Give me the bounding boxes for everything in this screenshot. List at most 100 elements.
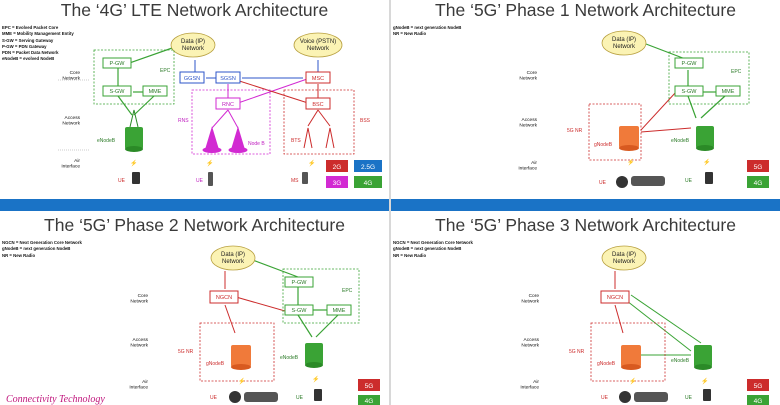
ue-car-icon [616, 176, 665, 188]
5g-nr-boundary [590, 322, 666, 382]
radio-signal-icon: ⚡ [312, 375, 319, 383]
ue-label: UE [601, 395, 609, 401]
svg-text:2G: 2G [333, 164, 342, 171]
svg-text:4G: 4G [365, 398, 374, 405]
panel-5g-phase-2: The ‘5G’ Phase 2 Network Architecture NG… [0, 215, 389, 405]
voice-network-cloud: Voice (PSTN)Network [293, 32, 343, 58]
ue-label: UE [685, 178, 693, 184]
gnodeb-tower [619, 126, 639, 151]
svg-text:NGCN: NGCN [607, 295, 623, 301]
slide-footer-bar [0, 199, 389, 211]
pgw-node: P-GW [102, 57, 132, 69]
svg-text:3G: 3G [333, 180, 342, 187]
legend-line: NR = New Radio [393, 31, 427, 37]
data-network-cloud: Data (IP)Network [601, 245, 647, 271]
svg-text:GGSN: GGSN [184, 76, 200, 82]
data-network-cloud: Data (IP)Network [210, 245, 256, 271]
badge-5g: 5G [747, 379, 769, 391]
panel-5g-phase-3: The ‘5G’ Phase 3 Network Architecture NG… [391, 215, 780, 405]
badge-3g: 3G [326, 176, 348, 188]
ue-label: UE [196, 178, 204, 184]
legend: EPC = Evolved Packet Core MME = Mobility… [2, 25, 74, 63]
mme-node: MME [142, 85, 168, 97]
5g-nr-boundary [588, 103, 642, 161]
enodeb-tower [696, 126, 714, 151]
epc-label: EPC [342, 288, 353, 294]
cloud-label: Data (IP)Network [181, 39, 205, 52]
pgw-node: P-GW [284, 276, 314, 288]
panel-5g-phase-1: The ‘5G’ Phase 1 Network Architecture gN… [391, 0, 780, 215]
epc-boundary [93, 49, 175, 105]
svg-text:S-GW: S-GW [682, 89, 698, 95]
ngcn-node: NGCN [600, 290, 630, 304]
ue-phone-icon [132, 172, 140, 184]
svg-text:5G: 5G [754, 164, 763, 171]
svg-text:P-GW: P-GW [110, 61, 126, 67]
ggsn-node: GGSN [179, 71, 205, 84]
cloud-label: Data (IP)Network [221, 252, 245, 265]
node-b-tower [202, 126, 248, 153]
mme-node: MME [715, 85, 741, 97]
enodeb-label: eNodeB [280, 355, 299, 361]
5g-nr-label: 5G NR [569, 349, 585, 355]
rns-label: RNS [178, 118, 189, 124]
data-network-cloud: Data (IP)Network [601, 30, 647, 56]
legend-line: NGCN = Next Generation Core Network [393, 240, 473, 245]
enodeb-tower [305, 343, 323, 368]
gnodeb-label: gNodeB [206, 361, 225, 367]
enodeb-label: eNodeB [671, 358, 690, 364]
ue-car-icon [229, 391, 278, 403]
legend-line: S-GW = Serving Gateway [2, 37, 54, 43]
ue-phone-icon [208, 172, 213, 186]
bts-tower [303, 127, 335, 149]
svg-text:MME: MME [149, 89, 162, 95]
corner-watermark: Connectivity Technology [6, 394, 105, 405]
svg-text:MME: MME [333, 308, 346, 314]
panel-title: The ‘4G’ LTE Network Architecture [60, 0, 329, 20]
badge-5g: 5G [358, 379, 380, 391]
ue-phone-icon [703, 389, 711, 401]
ue-label: UE [118, 178, 126, 184]
sgw-node: S-GW [284, 304, 314, 316]
legend-line: PDN = Packet Data Network [2, 50, 59, 56]
badge-2-5g: 2.5G [354, 160, 382, 172]
legend-line: eNodeB = evolved NodeB [2, 56, 55, 62]
legend-line: NR = New Radio [2, 252, 36, 258]
legend: NGCN = Next Generation Core Network gNod… [2, 240, 82, 259]
svg-text:5G: 5G [365, 383, 374, 390]
cloud-label: Voice (PSTN)Network [300, 39, 336, 52]
legend-line: P-GW = PDN Gateway [2, 43, 47, 49]
badge-4g: 4G [354, 176, 382, 188]
5g-nr-boundary [199, 322, 275, 382]
ue-label: UE [599, 180, 607, 186]
svg-text:MSC: MSC [312, 76, 324, 82]
ue-label: UE [296, 395, 304, 401]
enodeb-label: eNodeB [671, 138, 690, 144]
svg-text:P-GW: P-GW [292, 280, 308, 286]
legend-line: gNodeB = next generation NodeB [393, 246, 462, 252]
svg-text:4G: 4G [754, 398, 763, 405]
svg-text:4G: 4G [754, 180, 763, 187]
svg-text:P-GW: P-GW [682, 61, 698, 67]
bts-label: BTS [291, 138, 301, 144]
svg-text:RNC: RNC [222, 102, 234, 108]
cloud-label: Data (IP)Network [612, 252, 636, 265]
epc-label: EPC [731, 69, 742, 75]
network-diagram: Data (IP)Network NGCN EPC P-GW S-GW MME … [129, 245, 380, 405]
enodeb-tower [694, 345, 712, 370]
sgw-node: S-GW [102, 85, 132, 97]
radio-signal-icon: ⚡ [703, 158, 710, 166]
legend: gNodeB = next generation NodeB NR = New … [393, 25, 461, 38]
legend-line: EPC = Evolved Packet Core [2, 25, 59, 30]
svg-text:S-GW: S-GW [292, 308, 308, 314]
badge-4g: 4G [747, 176, 769, 188]
